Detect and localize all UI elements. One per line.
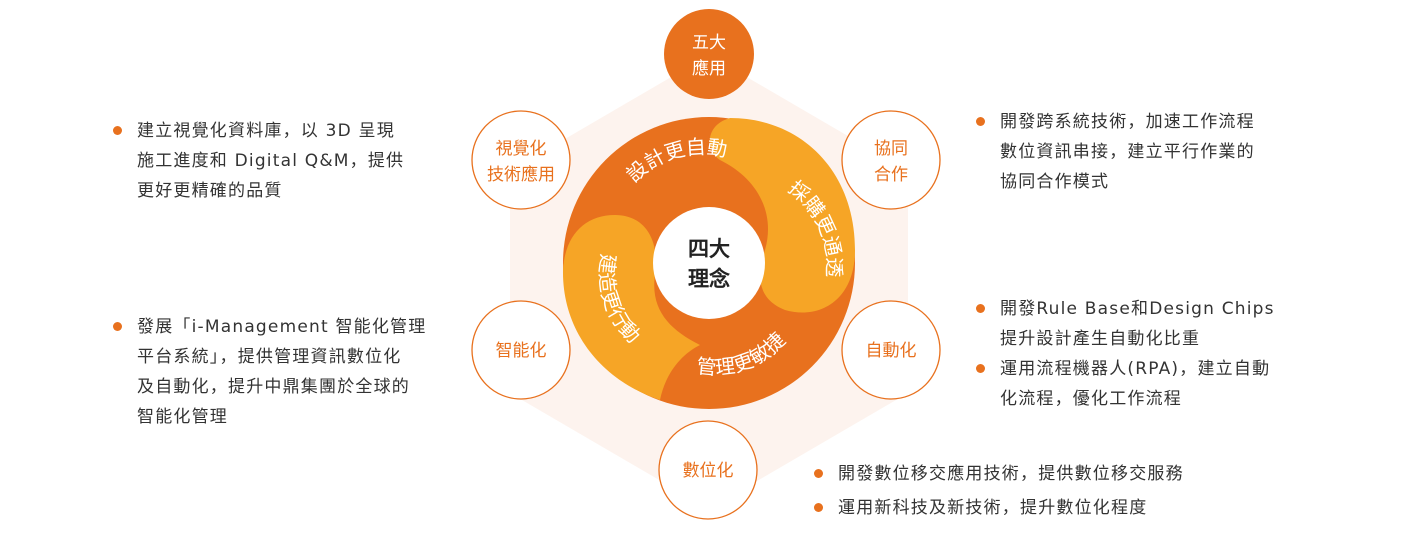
bullet-item: 開發Rule Base和Design Chips 提升設計產生自動化比重 [976,294,1306,354]
node-collaboration-line-2: 合作 [874,165,908,185]
top-node-line-1: 五大 [692,33,726,53]
bullet-dot [113,322,122,331]
node-digitalization: 數位化 [658,420,758,520]
node-intelligence-label: 智能化 [496,341,547,361]
bullet-dot [976,117,985,126]
node-automation: 自動化 [841,300,941,400]
node-automation-label: 自動化 [866,341,917,361]
bullet-dot [976,304,985,313]
bullet-dot [814,469,823,478]
node-visualization-line-2: 技術應用 [487,164,555,185]
bullet-text: 建立視覺化資料庫，以 3D 呈現 施工進度和 Digital Q&M，提供 更好… [137,121,405,201]
center-label-line-2: 理念 [688,267,730,291]
bullet-item: 運用新科技及新技術，提升數位化程度 [814,493,1254,523]
ring-segment-procurement [709,118,855,313]
block-digitalization: 開發數位移交應用技術，提供數位移交服務 運用新科技及新技術，提升數位化程度 [814,459,1254,523]
ring-segment-construction [562,215,700,400]
bullet-item: 建立視覺化資料庫，以 3D 呈現 施工進度和 Digital Q&M，提供 更好… [113,116,453,206]
bullet-item: 開發數位移交應用技術，提供數位移交服務 [814,459,1254,489]
center-ring: 四大 理念 [562,117,855,409]
bullet-text: 發展「i-Management 智能化管理 平台系統」，提供管理資訊數位化 及自… [137,317,427,427]
node-collaboration-line-1: 協同 [874,139,908,159]
node-digitalization-label: 數位化 [683,461,734,481]
bullet-text: 運用新科技及新技術，提升數位化程度 [838,498,1148,518]
node-collaboration: 協同 合作 [841,110,941,210]
center-hub [653,207,765,319]
block-automation: 開發Rule Base和Design Chips 提升設計產生自動化比重 運用流… [976,294,1306,414]
block-visualization: 建立視覺化資料庫，以 3D 呈現 施工進度和 Digital Q&M，提供 更好… [113,116,453,206]
bullet-text: 開發跨系統技術，加速工作流程 數位資訊串接，建立平行作業的 協同合作模式 [1000,112,1255,192]
bullet-item: 發展「i-Management 智能化管理 平台系統」，提供管理資訊數位化 及自… [113,312,458,432]
top-node-line-2: 應用 [692,58,726,79]
block-collaboration: 開發跨系統技術，加速工作流程 數位資訊串接，建立平行作業的 協同合作模式 [976,107,1306,197]
bullet-item: 開發跨系統技術，加速工作流程 數位資訊串接，建立平行作業的 協同合作模式 [976,107,1306,197]
bullet-dot [976,364,985,373]
bullet-dot [814,503,823,512]
block-intelligence: 發展「i-Management 智能化管理 平台系統」，提供管理資訊數位化 及自… [113,312,458,432]
bullet-text: 開發數位移交應用技術，提供數位移交服務 [838,464,1184,484]
bullet-text: 開發Rule Base和Design Chips 提升設計產生自動化比重 [1000,299,1275,349]
bullet-text: 運用流程機器人(RPA)，建立自動 化流程，優化工作流程 [1000,359,1271,409]
node-visualization: 視覺化 技術應用 [471,110,571,210]
top-node-five-applications: 五大 應用 [664,9,754,99]
node-intelligence: 智能化 [471,300,571,400]
center-label-line-1: 四大 [688,237,730,261]
bullet-item: 運用流程機器人(RPA)，建立自動 化流程，優化工作流程 [976,354,1306,414]
node-visualization-line-1: 視覺化 [496,139,547,159]
bullet-dot [113,126,122,135]
